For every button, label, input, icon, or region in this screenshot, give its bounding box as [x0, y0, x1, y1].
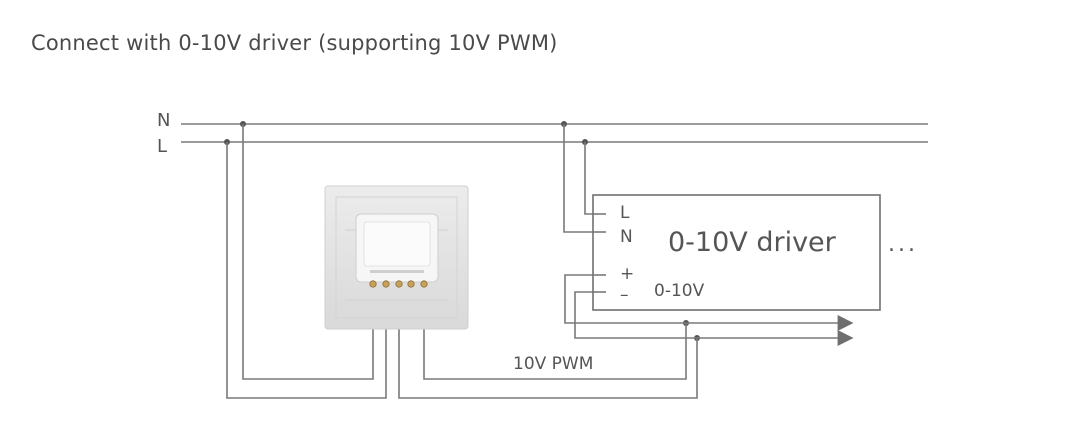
neutral-to-driver-wire — [563, 124, 605, 233]
switch-module-cover — [363, 221, 431, 267]
terminal-screw — [382, 280, 390, 288]
driver-terminal-l-label: L — [620, 203, 630, 223]
switch-dim-minus-wire — [398, 287, 698, 399]
terminal-screw — [407, 280, 415, 288]
switch-plate-inner-frame — [335, 196, 458, 319]
switch-module-label-strip — [370, 270, 424, 273]
switch-live-wire — [226, 142, 387, 399]
driver-terminal-plus-label: + — [620, 264, 634, 284]
driver-name-label: 0-10V driver — [668, 227, 837, 258]
terminal-screw — [369, 280, 377, 288]
switch-pwm-wire — [423, 287, 687, 380]
driver-terminal-minus-label: – — [620, 285, 629, 305]
continuation-ellipsis: ... — [888, 232, 918, 257]
pwm-label: 10V PWM — [513, 354, 593, 374]
dimmer-switch-back — [324, 185, 469, 330]
page-title: Connect with 0-10V driver (supporting 10… — [31, 31, 558, 55]
terminal-screw — [420, 280, 428, 288]
live-bus-label: L — [157, 136, 167, 157]
terminal-screw — [395, 280, 403, 288]
dim-plus-output-line — [564, 274, 854, 331]
neutral-bus-label: N — [157, 110, 170, 131]
driver-box — [592, 194, 881, 311]
dim-minus-output-line — [574, 291, 854, 346]
driver-dim-label: 0-10V — [654, 281, 705, 301]
switch-neutral-wire — [242, 124, 374, 380]
driver-terminal-n-label: N — [620, 227, 633, 247]
